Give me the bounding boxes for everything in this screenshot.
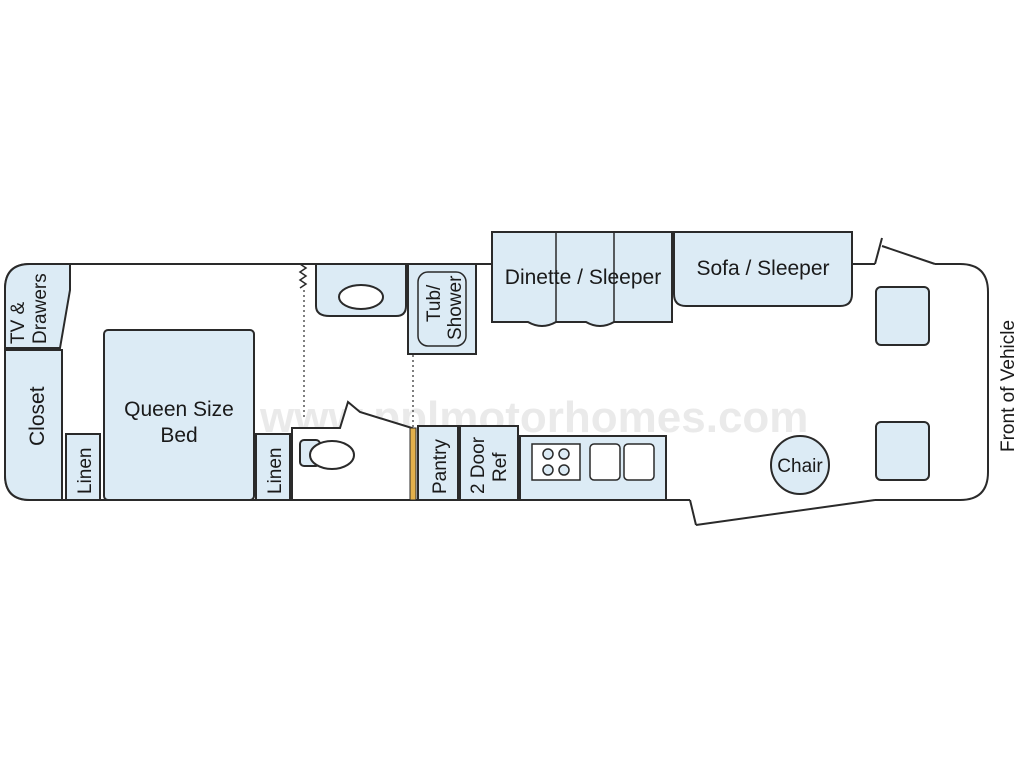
front-top-door (874, 237, 936, 265)
pantry: Pantry (417, 425, 459, 501)
bath-sink-counter (315, 263, 407, 317)
dinette-sleeper: Dinette / Sleeper (491, 231, 673, 327)
kitchen-counter (519, 435, 667, 501)
dinette-label: Dinette / Sleeper (505, 266, 661, 289)
linen-left-label: Linen (75, 448, 96, 495)
chair-label: Chair (777, 456, 823, 477)
pantry-label: Pantry (430, 439, 451, 494)
sofa-label: Sofa / Sleeper (696, 257, 829, 280)
driver-seat (875, 286, 930, 346)
front-of-vehicle-label: Front of Vehicle (998, 320, 1019, 452)
tub-shower: Tub/ Shower (407, 263, 477, 355)
ref-label-1: 2 Door (468, 436, 489, 494)
linen-left: Linen (65, 433, 101, 501)
linen-right-label: Linen (265, 448, 286, 495)
sofa-sleeper: Sofa / Sleeper (673, 231, 853, 307)
sink-icon (338, 284, 384, 310)
bed-label-1: Queen Size (124, 398, 234, 421)
entry-door (689, 499, 876, 526)
queen-bed: Queen Size Bed (103, 329, 255, 501)
bath-partitions (298, 263, 414, 428)
bed-label-2: Bed (160, 424, 197, 447)
tv-drawers-label-2: Drawers (30, 273, 51, 344)
refrigerator: 2 Door Ref (459, 425, 519, 501)
tub-label-2: Shower (445, 275, 466, 340)
closet: Closet (4, 349, 63, 501)
linen-right: Linen (255, 433, 291, 501)
tv-drawers: TV & Drawers (4, 263, 71, 349)
toilet-room (291, 400, 413, 501)
toilet-icon (299, 439, 355, 470)
passenger-seat (875, 421, 930, 481)
armchair-icon: Chair (770, 435, 830, 495)
tv-drawers-label-1: TV & (8, 301, 29, 344)
bath-door (409, 427, 417, 501)
ref-label-2: Ref (490, 452, 511, 482)
tub-label-1: Tub/ (424, 284, 445, 322)
kitchen-sink-icon (589, 443, 655, 481)
closet-label: Closet (26, 386, 49, 446)
stove-icon (531, 443, 581, 481)
